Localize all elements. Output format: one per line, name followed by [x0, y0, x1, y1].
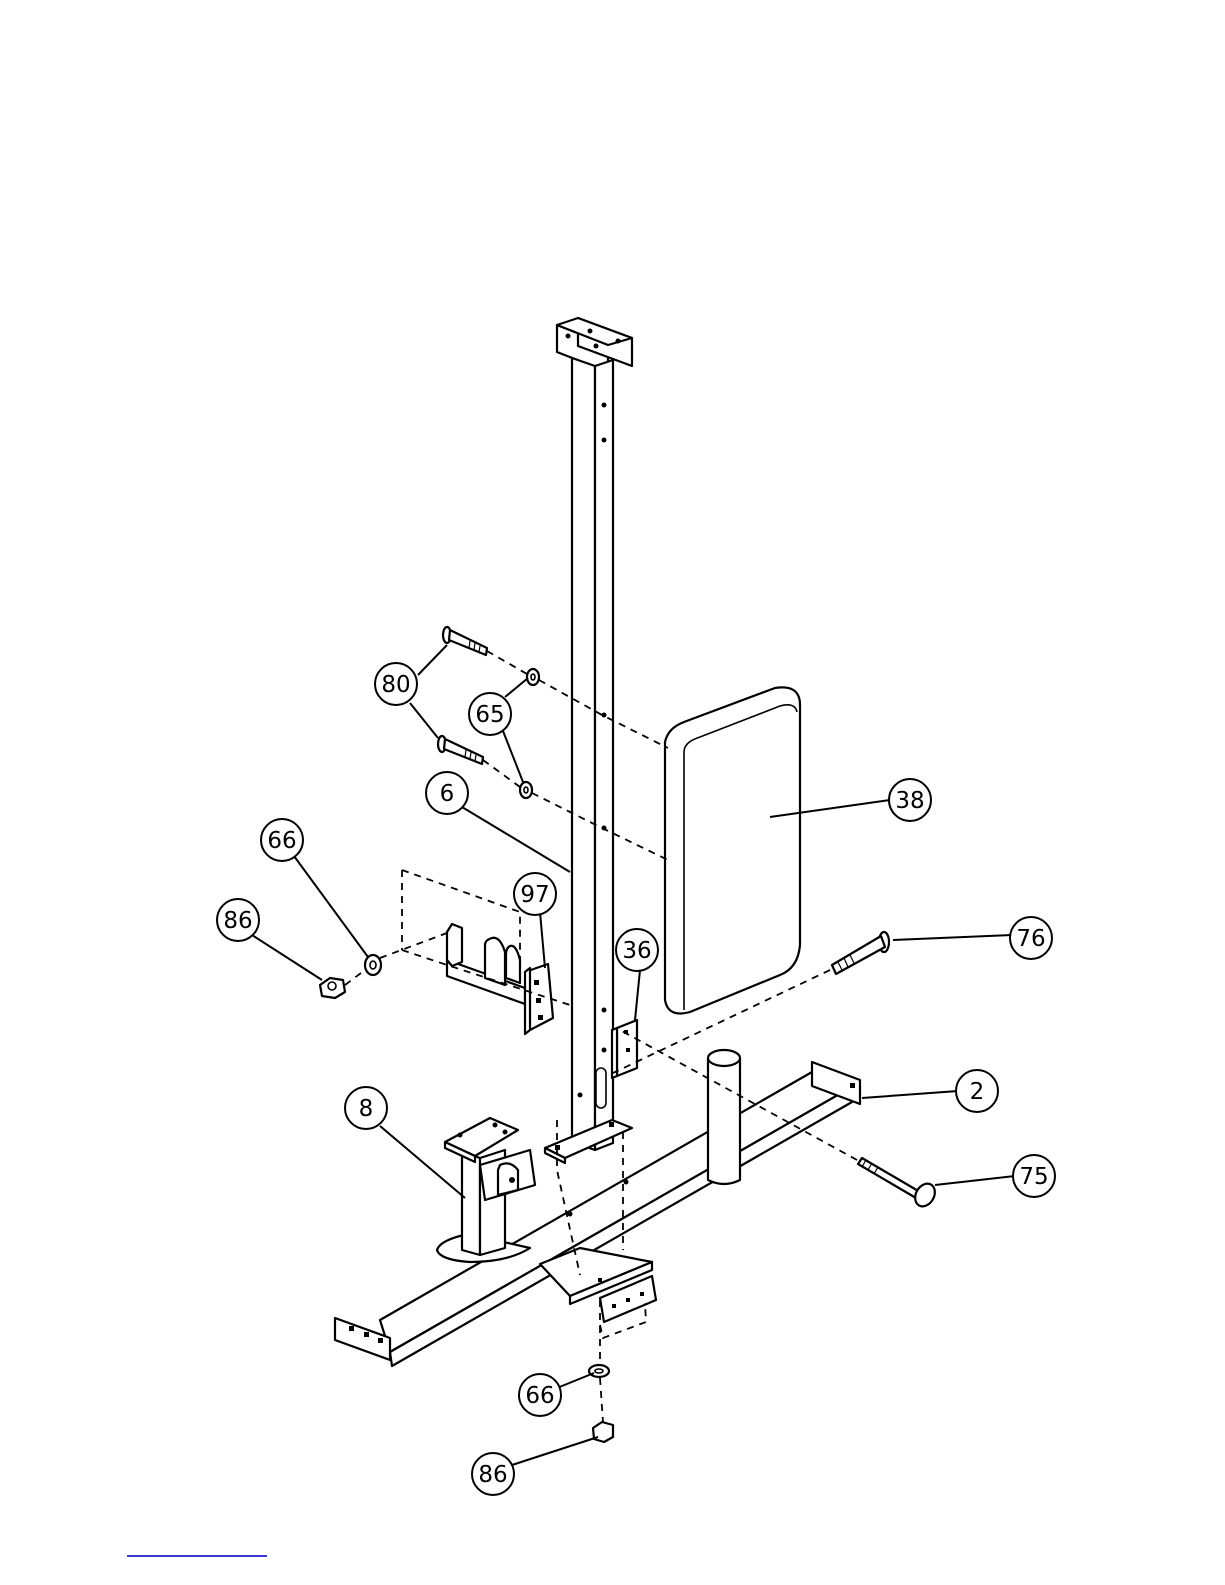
callout-86-left-label: 86 — [223, 908, 252, 934]
top-bracket — [557, 318, 632, 372]
callout-75: 75 — [1013, 1155, 1055, 1197]
washer-65-lower — [520, 782, 532, 798]
callout-97: 97 — [514, 873, 556, 915]
footer-rule — [127, 1555, 267, 1557]
support-column — [708, 1050, 740, 1184]
callout-65: 65 — [469, 693, 511, 735]
callout-86-bottom: 86 — [472, 1453, 514, 1495]
bolt-75 — [858, 1158, 939, 1210]
washer-66-left — [365, 955, 381, 975]
lower-bracket — [540, 1248, 656, 1322]
upright-post — [572, 358, 613, 1150]
nut-86-left — [320, 978, 345, 998]
callout-75-label: 75 — [1019, 1164, 1048, 1190]
callout-97-label: 97 — [520, 882, 549, 908]
callout-80: 80 — [375, 663, 417, 705]
callout-65-label: 65 — [475, 702, 504, 728]
bolt-80-lower — [438, 736, 483, 764]
callout-6-label: 6 — [440, 781, 455, 807]
callout-66-left: 66 — [261, 819, 303, 861]
bolt-76 — [832, 932, 889, 974]
back-pad — [665, 687, 800, 1013]
bolt-80-upper — [443, 627, 487, 655]
callout-2: 2 — [956, 1070, 998, 1112]
callout-76-label: 76 — [1016, 926, 1045, 952]
callout-36: 36 — [616, 929, 658, 971]
callout-36-label: 36 — [622, 938, 651, 964]
callout-66-bottom-label: 66 — [525, 1383, 554, 1409]
callout-76: 76 — [1010, 917, 1052, 959]
callout-8-label: 8 — [359, 1096, 374, 1122]
bracket-97 — [447, 924, 553, 1034]
callout-66-left-label: 66 — [267, 828, 296, 854]
washer-66-bottom — [589, 1365, 609, 1377]
nut-86-bottom — [593, 1422, 613, 1442]
callout-80-label: 80 — [381, 672, 410, 698]
callout-38: 38 — [889, 779, 931, 821]
callout-6: 6 — [426, 772, 468, 814]
callout-8: 8 — [345, 1087, 387, 1129]
callout-2-label: 2 — [970, 1079, 985, 1105]
washer-65-upper — [527, 669, 539, 685]
callout-86-left: 86 — [217, 899, 259, 941]
plate-36 — [612, 1020, 637, 1078]
callout-86-bottom-label: 86 — [478, 1462, 507, 1488]
callout-38-label: 38 — [895, 788, 924, 814]
callout-66-bottom: 66 — [519, 1374, 561, 1416]
